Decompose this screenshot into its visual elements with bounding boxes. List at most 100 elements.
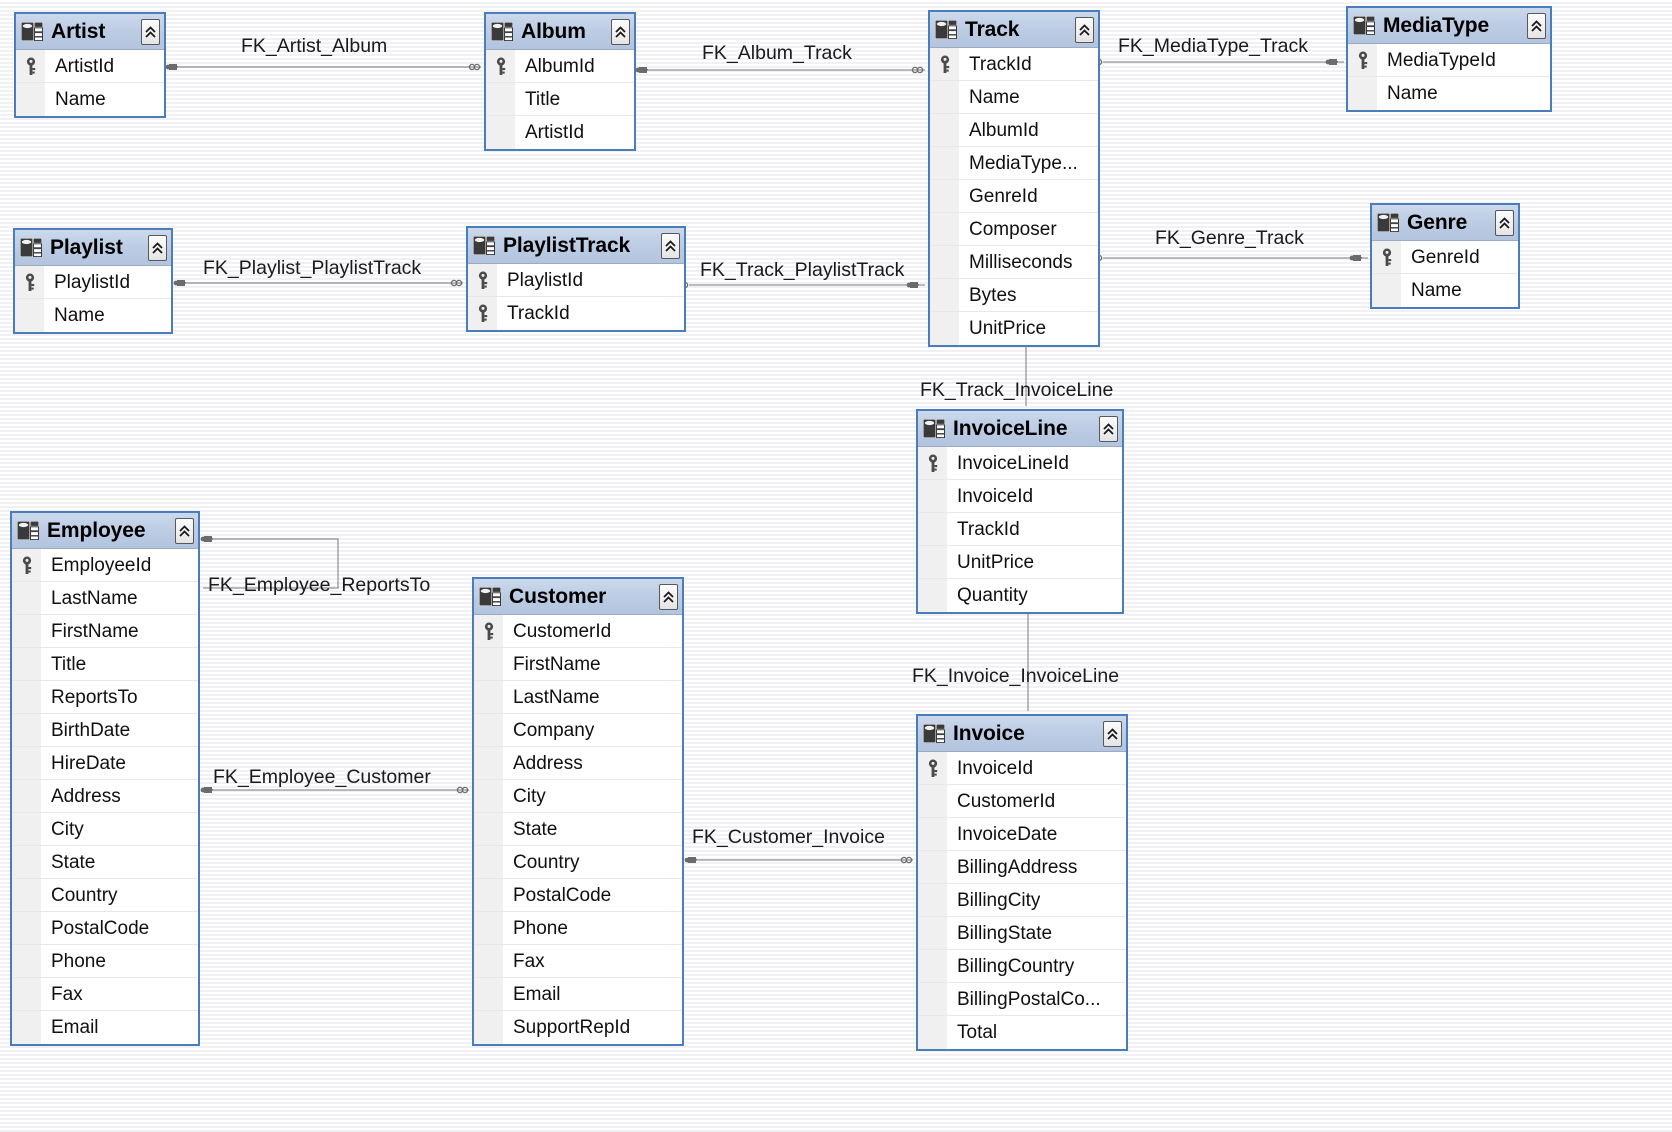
table-row[interactable]: PostalCode bbox=[12, 912, 198, 945]
table-row[interactable]: State bbox=[12, 846, 198, 879]
column-gutter bbox=[918, 480, 948, 512]
table-row[interactable]: Email bbox=[474, 978, 682, 1011]
table-row[interactable]: Company bbox=[474, 714, 682, 747]
table-row[interactable]: ArtistId bbox=[486, 116, 634, 149]
table-row[interactable]: City bbox=[474, 780, 682, 813]
table-row[interactable]: PostalCode bbox=[474, 879, 682, 912]
table-row[interactable]: Fax bbox=[474, 945, 682, 978]
table-header-track[interactable]: Track bbox=[930, 12, 1098, 48]
table-row[interactable]: CustomerId bbox=[918, 785, 1126, 818]
table-header-album[interactable]: Album bbox=[486, 14, 634, 50]
double-chevron-up-icon[interactable] bbox=[1527, 12, 1546, 39]
table-row[interactable]: LastName bbox=[474, 681, 682, 714]
table-row[interactable]: Milliseconds bbox=[930, 246, 1098, 279]
table-row[interactable]: AlbumId bbox=[930, 114, 1098, 147]
double-chevron-up-icon[interactable] bbox=[1099, 415, 1118, 442]
table-row[interactable]: InvoiceId bbox=[918, 480, 1122, 513]
double-chevron-up-icon[interactable] bbox=[661, 232, 680, 259]
double-chevron-up-icon[interactable] bbox=[659, 583, 678, 610]
table-header-invoiceline[interactable]: InvoiceLine bbox=[918, 411, 1122, 447]
table-row[interactable]: Country bbox=[12, 879, 198, 912]
table-row[interactable]: EmployeeId bbox=[12, 549, 198, 582]
table-row[interactable]: ArtistId bbox=[16, 50, 164, 83]
double-chevron-up-icon[interactable] bbox=[1103, 720, 1122, 747]
table-row[interactable]: BillingCity bbox=[918, 884, 1126, 917]
table-header-mediatype[interactable]: MediaType bbox=[1348, 8, 1550, 44]
table-row[interactable]: CustomerId bbox=[474, 615, 682, 648]
table-row[interactable]: GenreId bbox=[1372, 241, 1518, 274]
table-header-artist[interactable]: Artist bbox=[16, 14, 164, 50]
table-row[interactable]: Name bbox=[15, 299, 171, 332]
double-chevron-up-icon[interactable] bbox=[175, 517, 194, 544]
table-row[interactable]: Address bbox=[474, 747, 682, 780]
double-chevron-up-icon[interactable] bbox=[1075, 16, 1094, 43]
table-row[interactable]: Total bbox=[918, 1016, 1126, 1049]
table-row[interactable]: BillingPostalCo... bbox=[918, 983, 1126, 1016]
table-row[interactable]: BillingAddress bbox=[918, 851, 1126, 884]
table-row[interactable]: TrackId bbox=[930, 48, 1098, 81]
table-row[interactable]: FirstName bbox=[12, 615, 198, 648]
table-row[interactable]: BillingState bbox=[918, 917, 1126, 950]
table-row[interactable]: Phone bbox=[474, 912, 682, 945]
table-row[interactable]: Bytes bbox=[930, 279, 1098, 312]
double-chevron-up-icon[interactable] bbox=[611, 18, 630, 45]
table-row[interactable]: Country bbox=[474, 846, 682, 879]
double-chevron-up-icon[interactable] bbox=[1495, 209, 1514, 236]
table-row[interactable]: InvoiceLineId bbox=[918, 447, 1122, 480]
table-row[interactable]: GenreId bbox=[930, 180, 1098, 213]
table-row[interactable]: Title bbox=[12, 648, 198, 681]
table-row[interactable]: TrackId bbox=[918, 513, 1122, 546]
table-header-invoice[interactable]: Invoice bbox=[918, 716, 1126, 752]
table-row[interactable]: Name bbox=[16, 83, 164, 116]
table-row[interactable]: InvoiceDate bbox=[918, 818, 1126, 851]
table-row[interactable]: Email bbox=[12, 1011, 198, 1044]
table-row[interactable]: Title bbox=[486, 83, 634, 116]
table-row[interactable]: Name bbox=[1348, 77, 1550, 110]
double-chevron-up-icon[interactable] bbox=[141, 18, 160, 45]
double-chevron-up-icon[interactable] bbox=[148, 234, 167, 261]
table-row[interactable]: MediaTypeId bbox=[1348, 44, 1550, 77]
table-header-playlist[interactable]: Playlist bbox=[15, 230, 171, 266]
table-row[interactable]: InvoiceId bbox=[918, 752, 1126, 785]
table-row[interactable]: UnitPrice bbox=[930, 312, 1098, 345]
table-row[interactable]: AlbumId bbox=[486, 50, 634, 83]
table-row[interactable]: TrackId bbox=[468, 297, 684, 330]
table-header-customer[interactable]: Customer bbox=[474, 579, 682, 615]
table-row[interactable]: Address bbox=[12, 780, 198, 813]
table-row[interactable]: HireDate bbox=[12, 747, 198, 780]
table-row[interactable]: Composer bbox=[930, 213, 1098, 246]
table-row[interactable]: PlaylistId bbox=[15, 266, 171, 299]
column-name: HireDate bbox=[51, 753, 126, 773]
table-row[interactable]: Name bbox=[1372, 274, 1518, 307]
table-row[interactable]: BirthDate bbox=[12, 714, 198, 747]
table-row[interactable]: MediaType... bbox=[930, 147, 1098, 180]
table-row[interactable]: UnitPrice bbox=[918, 546, 1122, 579]
table-header-genre[interactable]: Genre bbox=[1372, 205, 1518, 241]
table-row[interactable]: SupportRepId bbox=[474, 1011, 682, 1044]
table-row[interactable]: FirstName bbox=[474, 648, 682, 681]
table-row[interactable]: ReportsTo bbox=[12, 681, 198, 714]
table-row[interactable]: BillingCountry bbox=[918, 950, 1126, 983]
table-row[interactable]: State bbox=[474, 813, 682, 846]
table-row[interactable]: Name bbox=[930, 81, 1098, 114]
table-header-playlisttrack[interactable]: PlaylistTrack bbox=[468, 228, 684, 264]
table-row[interactable]: PlaylistId bbox=[468, 264, 684, 297]
table-row[interactable]: Quantity bbox=[918, 579, 1122, 612]
column-name: AlbumId bbox=[969, 120, 1039, 140]
table-row[interactable]: City bbox=[12, 813, 198, 846]
table-row[interactable]: Fax bbox=[12, 978, 198, 1011]
table-header-employee[interactable]: Employee bbox=[12, 513, 198, 549]
table-row[interactable]: LastName bbox=[12, 582, 198, 615]
table-row[interactable]: Phone bbox=[12, 945, 198, 978]
